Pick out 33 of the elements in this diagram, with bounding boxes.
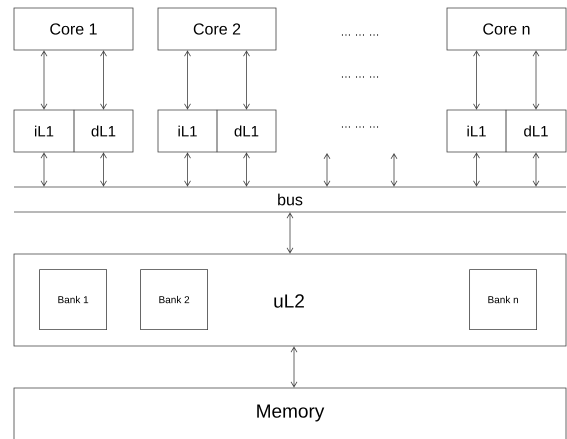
arrow [40, 152, 48, 187]
component-box: iL1 [14, 110, 74, 152]
ellipsis-text: … … … [342, 34, 378, 36]
arrow [184, 50, 191, 110]
component-box: dL1 [74, 110, 134, 152]
arrow [243, 50, 250, 110]
arrow [286, 212, 294, 254]
arrow [40, 50, 48, 110]
component-box: iL1 [158, 110, 218, 152]
component-box: Core 2 [158, 8, 276, 50]
component-box: Bank 2 [140, 269, 208, 330]
arrow [390, 153, 398, 187]
component-box: Bank n [469, 269, 537, 330]
component-box: dL1 [506, 110, 566, 152]
arrow [243, 152, 250, 187]
arrow [532, 50, 540, 110]
arrow [473, 152, 480, 187]
ellipsis-text: … … … [342, 126, 378, 128]
component-box: iL1 [446, 110, 506, 152]
ellipsis-text: … … … [342, 76, 378, 78]
arrow [100, 50, 107, 110]
component-box: Memory [14, 388, 566, 439]
arrow [324, 153, 330, 187]
bus-band: bus [14, 186, 566, 212]
arrow [290, 346, 298, 388]
arrow [184, 152, 191, 187]
arrow [473, 50, 480, 110]
arrow [532, 152, 540, 187]
component-box: Core 1 [14, 8, 134, 50]
arrow [100, 152, 107, 187]
component-box: Core n [446, 8, 566, 50]
component-box: dL1 [216, 110, 276, 152]
component-box: Bank 1 [39, 269, 107, 330]
